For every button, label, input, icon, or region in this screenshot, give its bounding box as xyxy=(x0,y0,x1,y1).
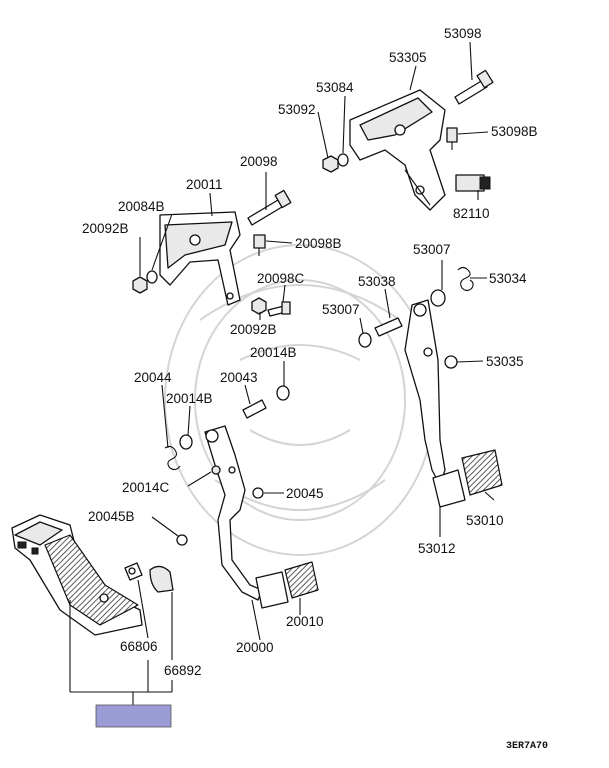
stop-lamp-switch-82110[interactable] xyxy=(455,174,491,192)
label-20098c[interactable]: 20098C xyxy=(257,271,305,286)
spring-53034[interactable] xyxy=(457,266,474,292)
washer-20084b[interactable] xyxy=(146,270,158,284)
brake-pedal-pad-base xyxy=(432,469,466,508)
label-20045[interactable]: 20045 xyxy=(286,486,324,501)
washer-53084[interactable] xyxy=(337,153,349,167)
label-20043[interactable]: 20043 xyxy=(220,370,258,385)
label-66806[interactable]: 66806 xyxy=(120,639,158,654)
bushing-53007-upper[interactable] xyxy=(430,289,446,307)
stopper-20045[interactable] xyxy=(252,487,264,499)
diagram-code: 3ER7A70 xyxy=(506,741,548,752)
label-20098b[interactable]: 20098B xyxy=(295,236,342,251)
label-20098[interactable]: 20098 xyxy=(240,154,278,169)
label-53092[interactable]: 53092 xyxy=(278,102,316,117)
label-20014b-lower[interactable]: 20014B xyxy=(166,391,213,406)
label-53305[interactable]: 53305 xyxy=(389,50,427,65)
label-20014b-upper[interactable]: 20014B xyxy=(250,345,297,360)
label-53038[interactable]: 53038 xyxy=(358,274,396,289)
bolt-20098c[interactable] xyxy=(267,301,291,317)
label-20084b[interactable]: 20084B xyxy=(118,199,165,214)
pin-53038[interactable] xyxy=(374,317,403,337)
bolt-20098[interactable] xyxy=(247,189,292,226)
label-82110[interactable]: 82110 xyxy=(453,206,490,221)
accelerator-stopper-66806[interactable] xyxy=(124,562,143,581)
clutch-pedal-arm-20000[interactable] xyxy=(204,425,263,601)
leader-lines xyxy=(69,41,495,705)
label-53007-upper[interactable]: 53007 xyxy=(413,242,451,257)
clutch-pedal-pad-base xyxy=(255,571,289,609)
bolt-53098b[interactable] xyxy=(446,127,458,150)
label-66892[interactable]: 66892 xyxy=(164,663,202,678)
label-53098b[interactable]: 53098B xyxy=(491,124,538,139)
label-53035[interactable]: 53035 xyxy=(486,354,524,369)
label-20000[interactable]: 20000 xyxy=(236,640,274,655)
label-53010[interactable]: 53010 xyxy=(466,513,504,528)
nut-20092b-upper[interactable] xyxy=(132,276,148,294)
clutch-pedal-pad-20010[interactable] xyxy=(284,561,319,599)
clutch-bracket-20011[interactable] xyxy=(159,211,241,306)
label-53034[interactable]: 53034 xyxy=(489,271,527,286)
brake-pedal-pad-53010[interactable] xyxy=(461,449,503,496)
assembly-highlight-box[interactable] xyxy=(95,704,172,728)
label-53007-lower[interactable]: 53007 xyxy=(322,302,360,317)
pin-20043[interactable] xyxy=(242,399,267,419)
stopper-53035[interactable] xyxy=(444,355,458,369)
bushing-20014b-lower[interactable] xyxy=(179,434,193,450)
label-20011[interactable]: 20011 xyxy=(186,177,223,192)
bushing-53007-lower[interactable] xyxy=(358,332,372,348)
spring-20044[interactable] xyxy=(164,445,181,471)
accelerator-pedal-assembly[interactable] xyxy=(11,514,143,636)
label-53098[interactable]: 53098 xyxy=(444,26,482,41)
bushing-20014b-upper[interactable] xyxy=(276,385,290,401)
label-53084[interactable]: 53084 xyxy=(316,80,354,95)
label-20092b-lower[interactable]: 20092B xyxy=(230,322,277,337)
label-20045b[interactable]: 20045B xyxy=(88,509,135,524)
bolt-53098[interactable] xyxy=(454,69,494,105)
stopper-20045b[interactable] xyxy=(176,534,188,546)
pedal-bracket-upper[interactable] xyxy=(349,89,446,211)
bolt-20098b[interactable] xyxy=(253,234,266,256)
nut-20092b-lower[interactable] xyxy=(251,297,267,315)
accelerator-pad-66892[interactable] xyxy=(149,565,174,593)
label-20014c[interactable]: 20014C xyxy=(122,480,170,495)
label-20044[interactable]: 20044 xyxy=(134,370,172,385)
label-53012[interactable]: 53012 xyxy=(418,541,456,556)
label-20092b-upper[interactable]: 20092B xyxy=(82,221,129,236)
label-20010[interactable]: 20010 xyxy=(286,614,324,629)
bushing-20014c[interactable] xyxy=(211,465,221,475)
nut-53092[interactable] xyxy=(322,155,339,173)
